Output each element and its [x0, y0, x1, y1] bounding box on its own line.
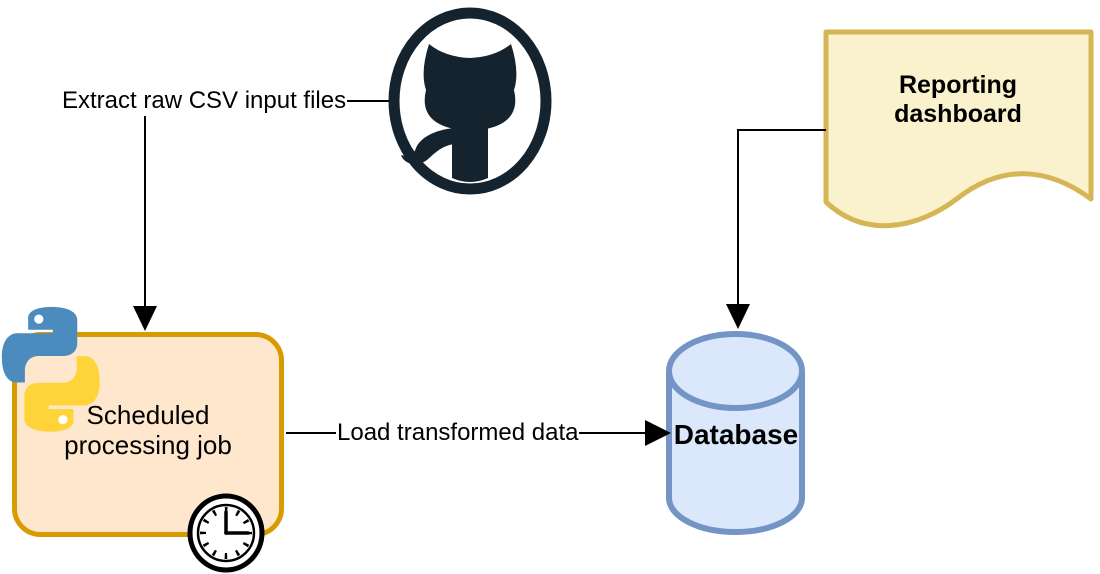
python-yellow-snake	[24, 356, 100, 432]
python-eye	[58, 414, 68, 425]
python-blue-snake	[1, 306, 78, 383]
arrow-line	[737, 129, 826, 305]
clock-icon	[187, 493, 265, 573]
octocat-body	[452, 120, 488, 182]
reporting-dashboard-label: Reporting dashboard	[894, 71, 1022, 128]
python-eye	[34, 314, 44, 324]
reporting-dashboard-node	[823, 29, 1094, 229]
database-cylinder-top	[666, 331, 805, 411]
database-node	[666, 331, 805, 535]
scheduled-job-label: Scheduled processing job	[64, 400, 232, 460]
arrow-dashboard-to-database	[726, 129, 826, 329]
arrowhead-down-icon	[133, 306, 157, 331]
database-label: Database	[673, 419, 799, 450]
edge-label-extract: Extract raw CSV input files	[62, 87, 347, 114]
python-icon	[1, 306, 100, 432]
github-octocat-icon	[388, 7, 552, 195]
arrow-extract-to-job	[133, 116, 157, 331]
clock-inner-ring	[196, 503, 256, 563]
database-cylinder-body	[666, 371, 805, 535]
arrow-job-to-database	[286, 420, 671, 446]
arrowhead-down-icon	[726, 304, 750, 329]
arrowhead-right-icon	[645, 420, 671, 446]
octocat-head	[423, 44, 517, 131]
octocat-tail	[401, 128, 454, 165]
edge-label-load: Load transformed data	[337, 419, 579, 446]
